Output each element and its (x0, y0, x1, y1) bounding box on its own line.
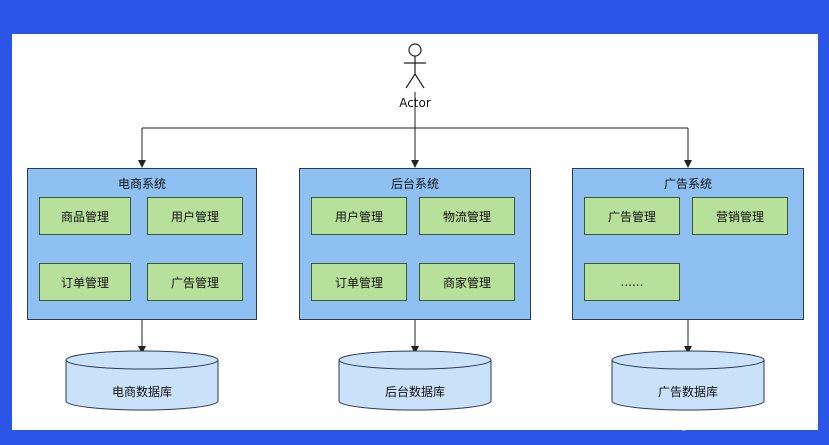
arrowhead (411, 346, 419, 354)
database-cylinder-admin (338, 350, 492, 411)
system-title: 后台系统 (390, 177, 439, 191)
arrowhead (138, 160, 146, 168)
module-box: 广告管理 (584, 197, 680, 235)
module-box: 商家管理 (419, 263, 515, 301)
system-title: 电商系统 (117, 177, 166, 191)
arrowhead (684, 160, 692, 168)
system-ecommerce: 电商系统 商品管理 用户管理 订单管理 广告管理 (27, 168, 257, 320)
system-title: 广告系统 (663, 177, 712, 191)
diagram-canvas: Actor 电商系统 商品管理 用户管理 订单管理 广告管理 后台系统 用户管理… (12, 34, 818, 430)
database-cylinder-ads (611, 350, 765, 411)
database-label: 后台数据库 (384, 385, 445, 399)
arrowhead (411, 160, 419, 168)
arrowhead (138, 346, 146, 354)
module-box: 订单管理 (311, 263, 407, 301)
module-box: 商品管理 (39, 197, 131, 235)
module-box: 物流管理 (419, 197, 515, 235)
system-admin: 后台系统 用户管理 物流管理 订单管理 商家管理 (299, 168, 531, 320)
database-label: 广告数据库 (657, 385, 718, 399)
diagram-connectors (65, 43, 765, 411)
arrowhead (684, 346, 692, 354)
module-box: 用户管理 (311, 197, 407, 235)
watermark: @稀土掘金技术社区 (675, 414, 811, 432)
module-box: 广告管理 (147, 263, 243, 301)
actor-label: Actor (399, 96, 431, 110)
database-label: 电商数据库 (111, 385, 172, 399)
system-ads: 广告系统 广告管理 营销管理 ...... (572, 168, 804, 320)
module-box: ...... (584, 263, 680, 301)
module-box: 用户管理 (147, 197, 243, 235)
module-box: 订单管理 (39, 263, 131, 301)
database-cylinder-ecommerce (65, 350, 219, 411)
actor-icon (404, 43, 426, 89)
module-box: 营销管理 (692, 197, 788, 235)
